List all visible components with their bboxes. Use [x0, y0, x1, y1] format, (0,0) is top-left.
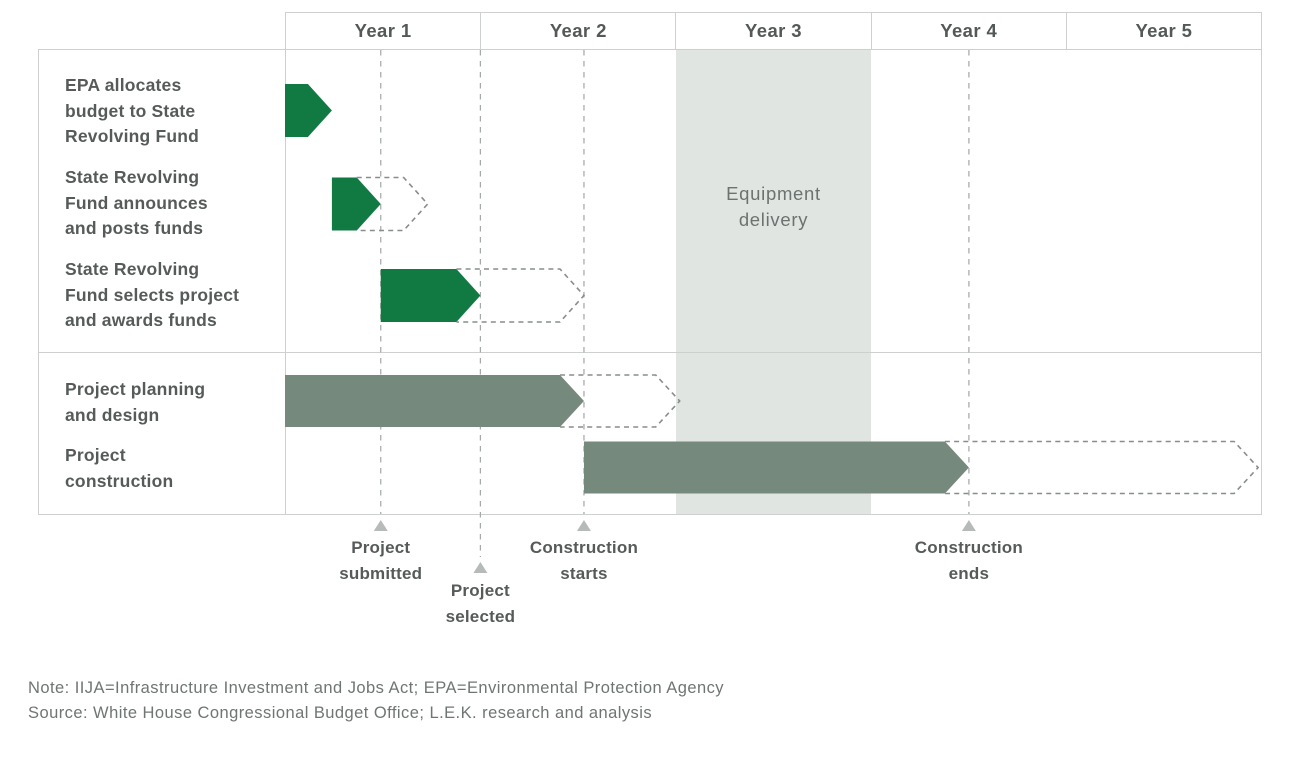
year-header-cell-1: Year 1 [286, 13, 482, 49]
year-header-cell-3: Year 3 [676, 13, 872, 49]
source-text: Source: White House Congressional Budget… [28, 703, 653, 722]
milestone-marker-triangle [961, 520, 976, 531]
year-header-cell-5: Year 5 [1135, 20, 1193, 41]
plot-area-frame [38, 49, 1262, 515]
note-text: Note: IIJA=Infrastructure Investment and… [28, 679, 724, 697]
year-header-cell-4: Year 4 [872, 13, 1067, 49]
footer-notes: Note: IIJA=Infrastructure Investment and… [28, 676, 724, 725]
label-plot-separator [285, 49, 286, 515]
year-header-cell-2: Year 2 [481, 13, 677, 49]
milestone-marker-triangle [576, 520, 591, 531]
section-divider [38, 352, 1262, 353]
equipment-delivery-band [675, 50, 872, 514]
milestone-marker-triangle [373, 520, 388, 531]
